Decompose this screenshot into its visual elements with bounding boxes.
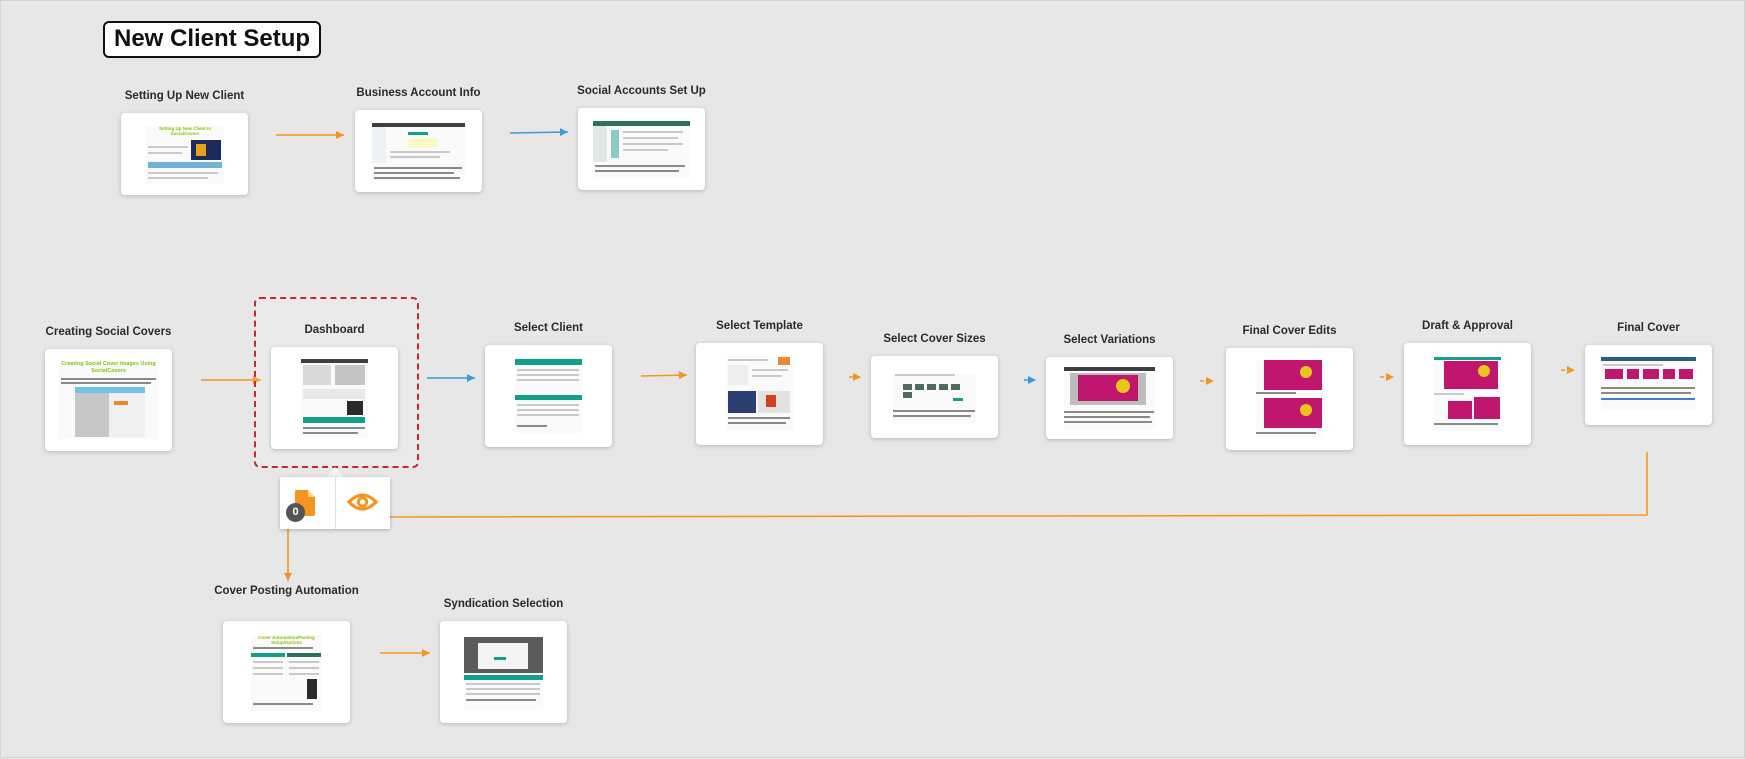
document-icon: [295, 490, 315, 516]
attachments-button[interactable]: 0: [280, 477, 335, 529]
node-thumbnail[interactable]: Cover Automation/Posting Setup/Options: [223, 621, 350, 723]
node-thumbnail[interactable]: [871, 356, 998, 438]
node-creating-social-covers[interactable]: Creating Social Covers Creating Social C…: [45, 326, 172, 451]
arrowhead: [336, 131, 344, 139]
node-label: Select Cover Sizes: [883, 333, 986, 345]
arrowhead: [467, 374, 475, 382]
node-label: Select Variations: [1063, 334, 1156, 346]
connector-business-account-info-to-social-accounts-set-up[interactable]: [509, 131, 569, 134]
node-thumbnail[interactable]: [578, 108, 705, 190]
node-draft-approval[interactable]: Draft & Approval: [1404, 320, 1531, 445]
node-thumbnail[interactable]: [440, 621, 567, 723]
preview-button[interactable]: [335, 477, 390, 529]
thumb-caption: Creating Social Cover Images Using Socia…: [61, 361, 156, 374]
node-final-cover[interactable]: Final Cover: [1585, 322, 1712, 425]
node-thumbnail[interactable]: [1585, 345, 1712, 425]
arrowhead: [1567, 366, 1575, 374]
arrowhead: [284, 573, 292, 581]
node-thumbnail[interactable]: [1404, 343, 1531, 445]
arrowhead: [1028, 376, 1036, 384]
node-final-cover-edits[interactable]: Final Cover Edits: [1226, 325, 1353, 450]
attachment-count-badge: 0: [286, 503, 305, 522]
node-label: Creating Social Covers: [45, 326, 172, 338]
node-thumbnail[interactable]: [271, 347, 398, 449]
node-label: Social Accounts Set Up: [577, 85, 706, 97]
node-label: Business Account Info: [356, 87, 481, 99]
node-thumbnail[interactable]: [1046, 357, 1173, 439]
thumb-caption: Setting Up New Client In SocialCovers: [158, 126, 211, 136]
node-social-accounts-set-up[interactable]: Social Accounts Set Up: [577, 85, 706, 190]
toolbar-pointer: [327, 467, 343, 477]
node-label: Select Client: [513, 322, 584, 334]
arrowhead: [853, 373, 861, 381]
arrowhead: [422, 649, 430, 657]
eye-icon: [346, 493, 379, 511]
arrowhead: [559, 128, 568, 137]
node-thumbnail[interactable]: [1226, 348, 1353, 450]
connector-select-client-to-select-template[interactable]: [640, 374, 688, 377]
arrowhead: [1206, 377, 1214, 385]
node-thumbnail[interactable]: [355, 110, 482, 192]
node-label: Final Cover: [1617, 322, 1680, 334]
node-label: Setting Up New Client: [124, 90, 245, 102]
node-thumbnail[interactable]: Creating Social Cover Images Using Socia…: [45, 349, 172, 451]
arrowhead: [1386, 373, 1394, 381]
node-select-client[interactable]: Select Client: [485, 322, 612, 447]
node-label: Cover Posting Automation: [214, 585, 359, 597]
node-thumbnail[interactable]: Setting Up New Client In SocialCovers: [121, 113, 248, 195]
arrowhead: [678, 371, 687, 380]
node-toolbar: 0: [280, 477, 390, 529]
node-setting-up-new-client[interactable]: Setting Up New Client Setting Up New Cli…: [121, 90, 248, 195]
node-select-cover-sizes[interactable]: Select Cover Sizes: [871, 333, 998, 438]
node-select-variations[interactable]: Select Variations: [1046, 334, 1173, 439]
node-label: Dashboard: [304, 324, 365, 336]
node-label: Syndication Selection: [443, 598, 564, 610]
node-thumbnail[interactable]: [696, 343, 823, 445]
node-cover-posting-automation[interactable]: Cover Posting Automation Cover Automatio…: [214, 585, 359, 723]
node-syndication-selection[interactable]: Syndication Selection: [440, 598, 567, 723]
toolbar-divider: [335, 477, 336, 529]
node-label: Draft & Approval: [1422, 320, 1513, 332]
diagram-title[interactable]: New Client Setup: [103, 21, 322, 58]
node-business-account-info[interactable]: Business Account Info: [355, 87, 482, 192]
thumb-caption: Cover Automation/Posting Setup/Options: [258, 635, 315, 645]
node-select-template[interactable]: Select Template: [696, 320, 823, 445]
node-thumbnail[interactable]: [485, 345, 612, 447]
node-label: Final Cover Edits: [1242, 325, 1337, 337]
node-dashboard[interactable]: Dashboard: [271, 324, 398, 449]
connector-final-cover-to-dashboard[interactable]: [389, 452, 1648, 518]
node-label: Select Template: [716, 320, 803, 332]
